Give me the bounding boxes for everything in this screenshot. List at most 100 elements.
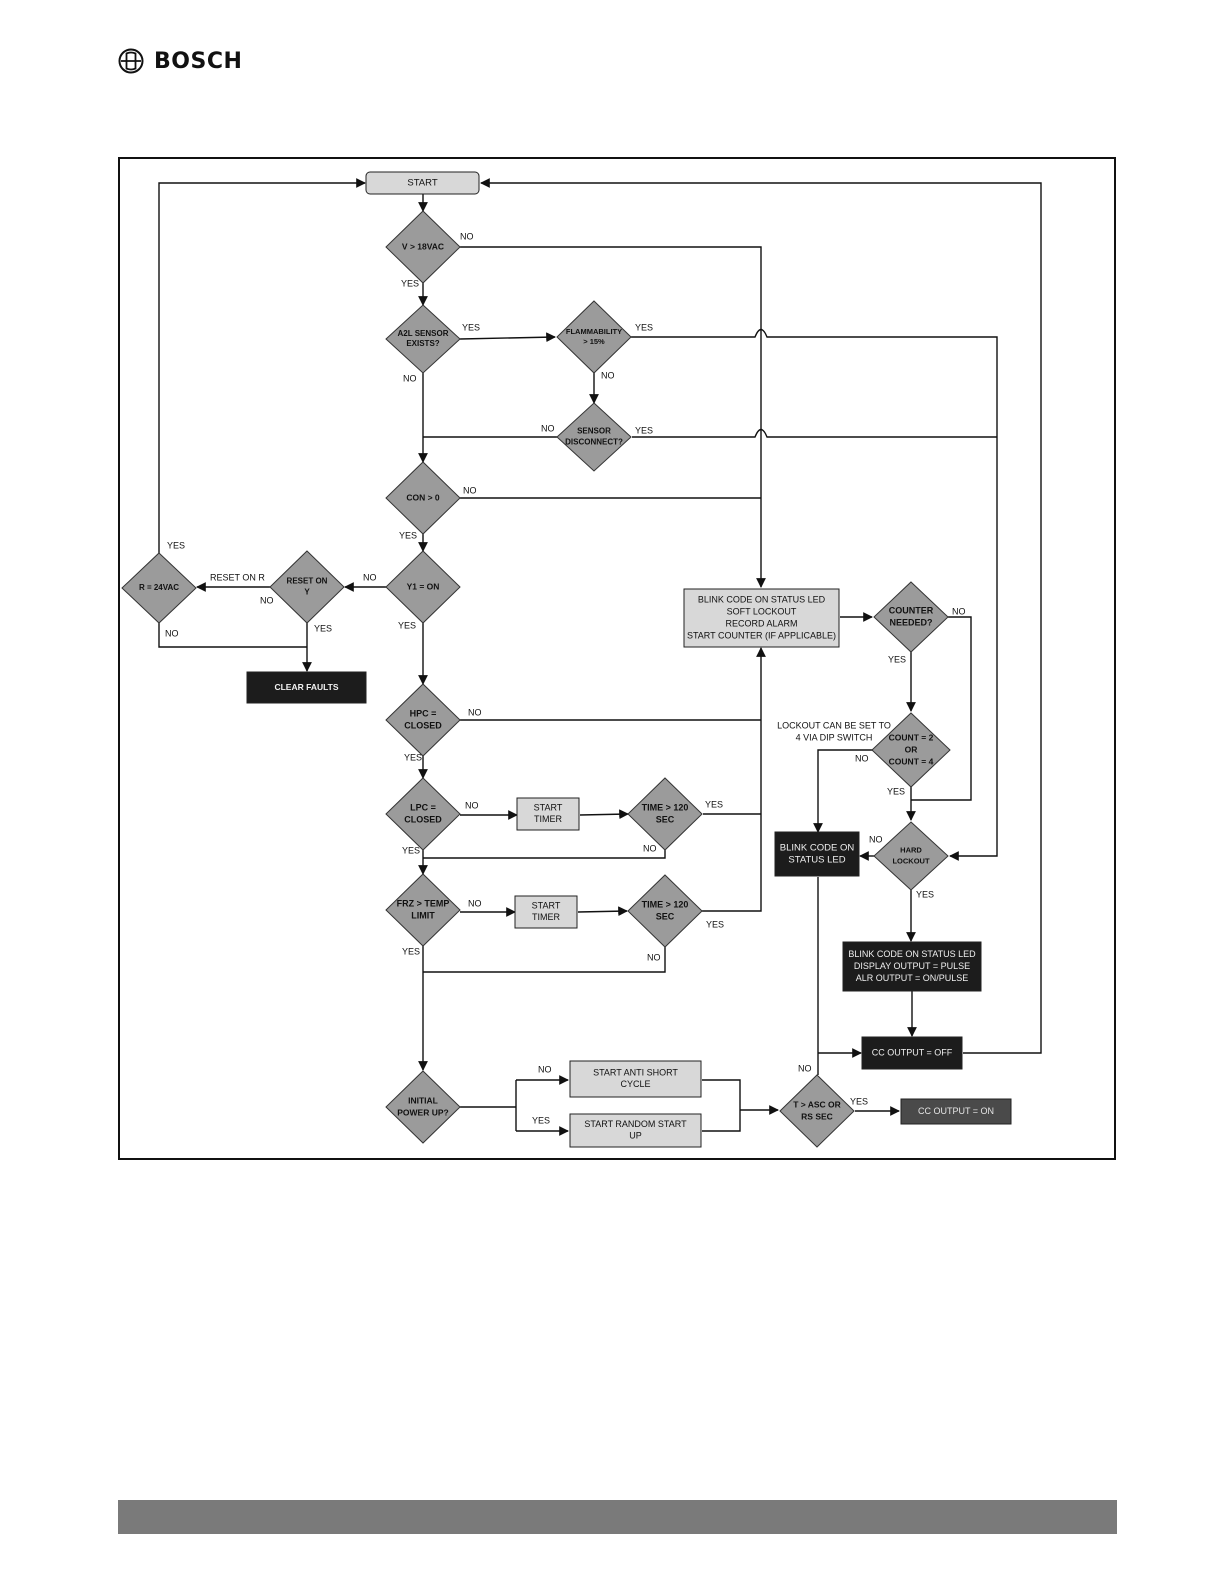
count-decision-label: COUNT = 2 [889,732,934,742]
counter-needed-decision-shape [873,581,949,653]
y1-decision-label: Y1 = ON [407,581,440,591]
blink-code-led-box-label: STATUS LED [788,855,845,866]
frz-time-decision-label: TIME > 120 [642,899,689,909]
flammability-decision-label: FLAMMABILITY [566,327,622,336]
flammability-decision-shape [556,300,632,374]
hard-lockout-no-label: NO [869,834,883,844]
sensor-disconnect-decision-shape [556,402,632,472]
connector [423,947,666,973]
random-start-box-label: UP [629,1131,642,1141]
lpc-decision-shape [385,777,461,851]
hpc-yes-label: YES [404,752,422,762]
anti-short-cycle-box-shape [569,1060,702,1098]
con-no-label: NO [463,485,477,495]
lpc-start-timer-box-label: TIMER [534,814,562,824]
soft-lockout-box-label: RECORD ALARM [725,618,797,628]
lpc-time-yes-label: YES [705,799,723,809]
hard-lockout-output-box: BLINK CODE ON STATUS LED DISPLAY OUTPUT =… [842,941,982,992]
counter-yes-label: YES [888,654,906,664]
a2l-sensor-decision-label: EXISTS? [406,339,439,348]
connector [631,328,998,861]
v-18vac-yes-label: YES [401,278,419,288]
initial-power-up-decision: INITIAL POWER UP? [385,1070,461,1144]
lpc-start-timer-box-shape [516,797,580,831]
soft-lockout-box-label: SOFT LOCKOUT [727,606,797,616]
t-asc-rs-decision-label: T > ASC OR [793,1099,841,1109]
cc-output-off-box: CC OUTPUT = OFF [861,1036,963,1070]
y1-yes-label: YES [398,620,416,630]
reset-on-y-yes-label: YES [314,623,332,633]
lpc-decision-label: LPC = [410,802,436,812]
frz-time-no-label: NO [647,952,661,962]
a2l-no-label: NO [403,373,417,383]
clear-faults-box-shape [246,671,367,704]
cc-output-on-box-label: CC OUTPUT = ON [918,1106,994,1116]
frz-start-timer-box-label: TIMER [532,912,560,922]
a2l-sensor-decision-label: A2L SENSOR [398,329,449,338]
count-decision-shape [871,712,951,788]
initial-power-up-decision-label: POWER UP? [397,1107,448,1117]
lpc-time-decision-shape [627,777,703,851]
count-yes-label: YES [887,786,905,796]
connector [423,850,666,859]
connector [702,647,766,912]
y1-decision-shape [385,550,461,624]
r24-no-label: NO [165,628,179,638]
flammability-decision-label: > 15% [583,337,605,346]
connector [702,1079,741,1132]
soft-lockout-box-label: START COUNTER (IF APPLICABLE) [687,630,836,640]
flammability-no-label: NO [601,370,615,380]
reset-on-y-decision-shape [269,550,345,624]
start-box: START [365,171,480,195]
t-asc-rs-decision: T > ASC OR RS SEC [779,1074,855,1148]
frz-start-timer-box-shape [514,895,578,929]
cc-output-on-box-shape [900,1098,1012,1125]
frz-time-yes-label: YES [706,919,724,929]
lpc-no-label: NO [465,800,479,810]
random-start-box-label: START RANDOM START [584,1119,687,1129]
cc-output-on-box: CC OUTPUT = ON [900,1098,1012,1125]
connector [158,178,366,553]
con-decision-shape [385,461,461,535]
t-asc-yes-label: YES [850,1096,868,1106]
frz-yes-label: YES [402,946,420,956]
t-asc-no-label: NO [798,1063,812,1073]
lpc-time-decision-label: SEC [656,814,675,824]
lockout-note: LOCKOUT CAN BE SET TO [777,720,891,730]
hard-lockout-output-box-shape [842,941,982,992]
r-24vac-decision-shape [121,552,197,624]
lpc-decision-label: CLOSED [404,814,442,824]
hpc-decision: HPC =CLOSED [385,683,461,757]
blink-code-led-box-shape [774,831,860,877]
connector [480,178,1042,1054]
brand-logo: BOSCH [118,46,242,76]
frz-no-label: NO [468,898,482,908]
initial-power-up-decision-shape [385,1070,461,1144]
count-no-label: NO [855,753,869,763]
initial-power-up-decision-label: INITIAL [408,1095,438,1105]
hard-lockout-output-box-label: BLINK CODE ON STATUS LED [848,949,976,959]
r24-yes-label: YES [167,540,185,550]
count-decision-label: COUNT = 4 [889,756,934,766]
a2l-yes-label: YES [462,322,480,332]
t-asc-rs-decision-label: RS SEC [801,1111,833,1121]
connector [632,428,997,438]
hard-lockout-output-box-label: DISPLAY OUTPUT = PULSE [854,961,970,971]
con-yes-label: YES [399,530,417,540]
reset-on-r-label: RESET ON R [210,572,265,582]
v-18vac-decision-label: V > 18VAC [402,241,444,251]
sensor-no-label: NO [541,423,555,433]
y1-no-label: NO [363,572,377,582]
reset-on-y-decision-label: Y [304,588,310,597]
frz-decision-label: FRZ > TEMP [397,898,450,908]
v-18vac-decision-shape [385,210,461,284]
hpc-no-label: NO [468,707,482,717]
brand-name: BOSCH [154,48,243,74]
